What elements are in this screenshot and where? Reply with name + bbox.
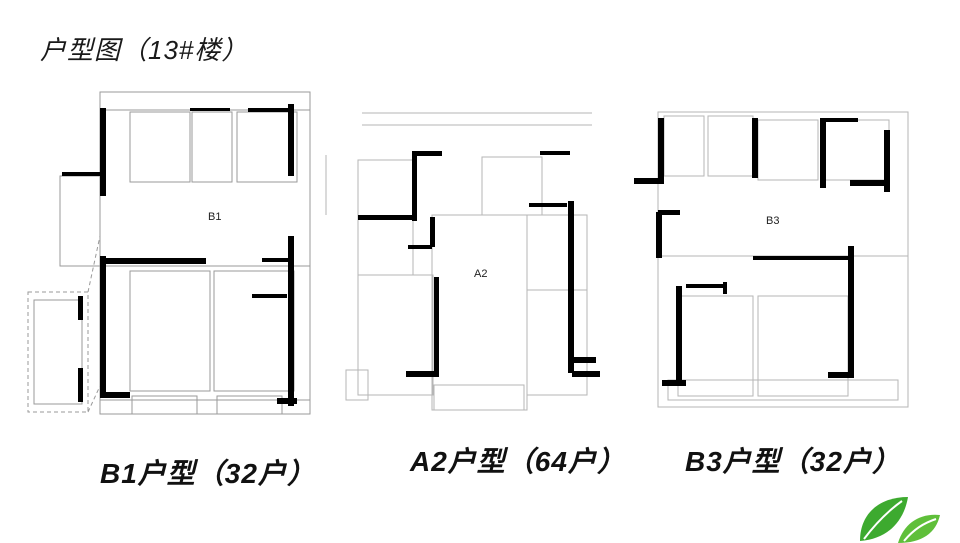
page-title: 户型图（13#楼） — [40, 35, 249, 65]
caption-b1: B1户型（32户） — [100, 458, 316, 489]
plan-label-a2: A2 — [474, 268, 487, 280]
floor-plan-b3: B3 — [628, 96, 913, 416]
caption-b3: B3户型（32户） — [685, 446, 901, 477]
leaf-decoration-icon — [860, 497, 940, 543]
floor-plan-a2: A2 — [322, 105, 612, 415]
plan-label-b3: B3 — [766, 215, 779, 227]
caption-a2: A2户型（64户） — [410, 446, 626, 477]
floor-plan-b1: B1 — [22, 86, 322, 426]
plan-label-b1: B1 — [208, 211, 221, 223]
